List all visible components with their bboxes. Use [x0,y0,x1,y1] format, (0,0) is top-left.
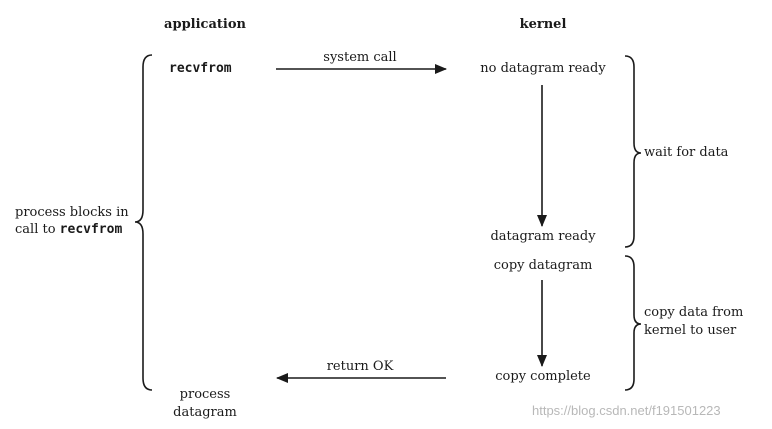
copy-datagram-label: copy datagram [493,258,593,273]
watermark-url: https://blog.csdn.net/f191501223 [532,403,721,418]
wait-for-data-label: wait for data [644,145,729,160]
process-line1: process [179,387,231,402]
copy-complete-label: copy complete [495,369,591,384]
return-ok-label: return OK [326,359,394,374]
system-call-label: system call [323,50,397,65]
no-datagram-ready-label: no datagram ready [480,61,606,76]
copy-brace [624,255,642,391]
process-blocks-line1: process blocks in [15,205,129,220]
recvfrom-code: recvfrom [59,222,123,237]
application-heading: application [164,17,246,32]
wait-brace [624,55,642,248]
kernel-heading: kernel [519,17,567,32]
process-blocks-prefix: call to [15,222,60,237]
left-brace [134,54,153,391]
recvfrom-call: recvfrom [169,61,232,76]
copy-data-line1: copy data from [644,305,744,320]
datagram-ready-label: datagram ready [490,229,596,244]
copy-data-line2: kernel to user [644,323,737,338]
process-line2: datagram [173,405,237,420]
process-blocks-line2: call to recvfrom [15,222,122,238]
